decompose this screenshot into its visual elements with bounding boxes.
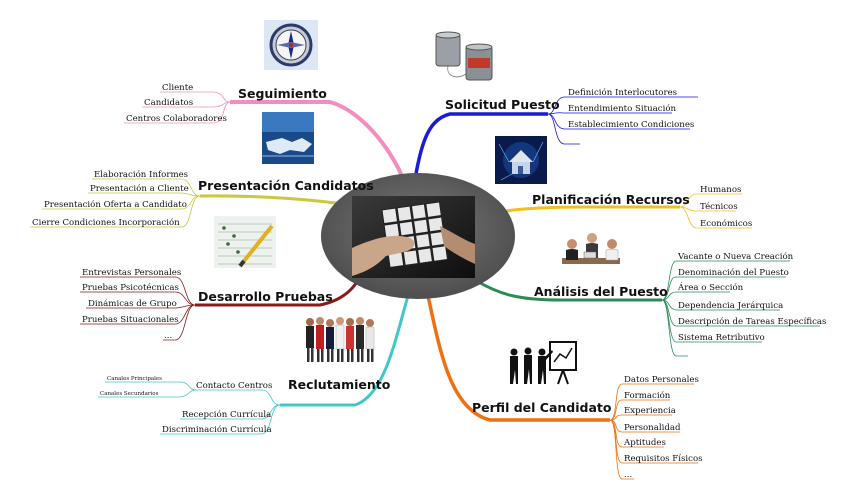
leaf-solicitud-2[interactable]: Entendimiento Situación [568,103,676,114]
branch-title-solicitud[interactable]: Solicitud Puesto [445,97,560,112]
leaf-presentacion-1[interactable]: Elaboración Informes [94,169,188,180]
leaf-reclutamiento-contact-sub-1[interactable]: Canales Principales [107,376,162,382]
leaf-desarrollo-1[interactable]: Entrevistas Personales [82,268,181,278]
branch-line-planificacion [499,205,680,214]
branch-title-analisis[interactable]: Análisis del Puesto [534,284,668,299]
branch-line-presentacion [199,194,356,208]
leaf-perfil-3[interactable]: Experiencia [624,406,676,416]
leaf-perfil-1[interactable]: Datos Personales [624,375,699,385]
leaf-planificacion-3[interactable]: Económicos [700,218,752,229]
handshake-icon [262,112,314,164]
leaf-perfil-2[interactable]: Formación [624,390,671,401]
branch-title-reclutamiento[interactable]: Reclutamiento [288,377,391,392]
leaf-planificacion-1[interactable]: Humanos [700,185,741,195]
house-network-icon [495,136,547,184]
leaf-analisis-3[interactable]: Área o Sección [677,281,744,293]
leaf-analisis-1[interactable]: Vacante o Nueva Creación [677,251,794,262]
branch-line-analisis [474,278,662,302]
leaf-analisis-2[interactable]: Denominación del Puesto [678,267,789,278]
leaf-reclutamiento-2[interactable]: Discriminación Currícula [162,424,272,435]
leaf-seguimiento-1[interactable]: Cliente [162,83,193,93]
rubiks-cube-in-hand-photo [352,196,475,278]
leaf-solicitud-3[interactable]: Establecimiento Condiciones [568,120,694,130]
branch-title-desarrollo[interactable]: Desarrollo Pruebas [198,289,333,304]
leaf-desarrollo-3[interactable]: Dinámicas de Grupo [88,298,177,309]
compass-icon [264,20,318,70]
center-node[interactable] [321,173,515,299]
leaf-analisis-4[interactable]: Dependencia Jerárquica [678,300,783,311]
leaf-presentacion-3[interactable]: Presentación Oferta a Candidato [44,199,187,210]
leaf-reclutamiento-contact[interactable]: Contacto Centros [196,381,272,391]
leaf-seguimiento-3[interactable]: Centros Colaboradores [126,114,227,124]
leaf-desarrollo-2[interactable]: Pruebas Psicotécnicas [82,282,179,293]
branch-line-perfil [426,295,610,422]
leaf-analisis-6[interactable]: Sistema Retributivo [678,333,765,343]
leaf-analisis-5[interactable]: Descripción de Tareas Específicas [678,316,826,327]
leaf-desarrollo-4[interactable]: Pruebas Situacionales [82,315,179,325]
leaf-perfil-5[interactable]: Aptitudes [623,438,666,448]
leaf-perfil-7[interactable]: ... [624,470,632,480]
leaf-connectors [30,91,820,480]
group-of-people-icon [306,317,375,362]
branch-title-planificacion[interactable]: Planificación Recursos [532,192,690,207]
leaf-planificacion-2[interactable]: Técnicos [700,201,738,212]
leaf-presentacion-4[interactable]: Cierre Condiciones Incorporación [32,217,180,228]
tin-can-phone-icon [435,31,493,81]
presentation-silhouettes-icon [510,341,577,385]
leaf-reclutamiento-1[interactable]: Recepción Currícula [182,409,271,420]
branch-title-perfil[interactable]: Perfil del Candidato [472,400,612,415]
leaf-reclutamiento-contact-sub-2[interactable]: Canales Secundarios [100,391,159,397]
leaf-perfil-6[interactable]: Requisitos Físicos [624,453,703,464]
branch-title-seguimiento[interactable]: Seguimiento [238,86,327,101]
leaf-desarrollo-5[interactable]: ... [164,331,172,341]
office-team-icon [562,233,620,264]
leaf-perfil-4[interactable]: Personalidad [624,423,681,433]
branch-title-presentacion[interactable]: Presentación Candidatos [198,178,374,193]
leaf-solicitud-1[interactable]: Definición Interlocutores [568,87,677,98]
leaf-seguimiento-2[interactable]: Candidatos [144,98,193,108]
branch-line-reclutamiento [280,295,410,407]
leaf-presentacion-2[interactable]: Presentación a Cliente [90,183,189,194]
test-sheet-pencil-icon [214,216,276,268]
